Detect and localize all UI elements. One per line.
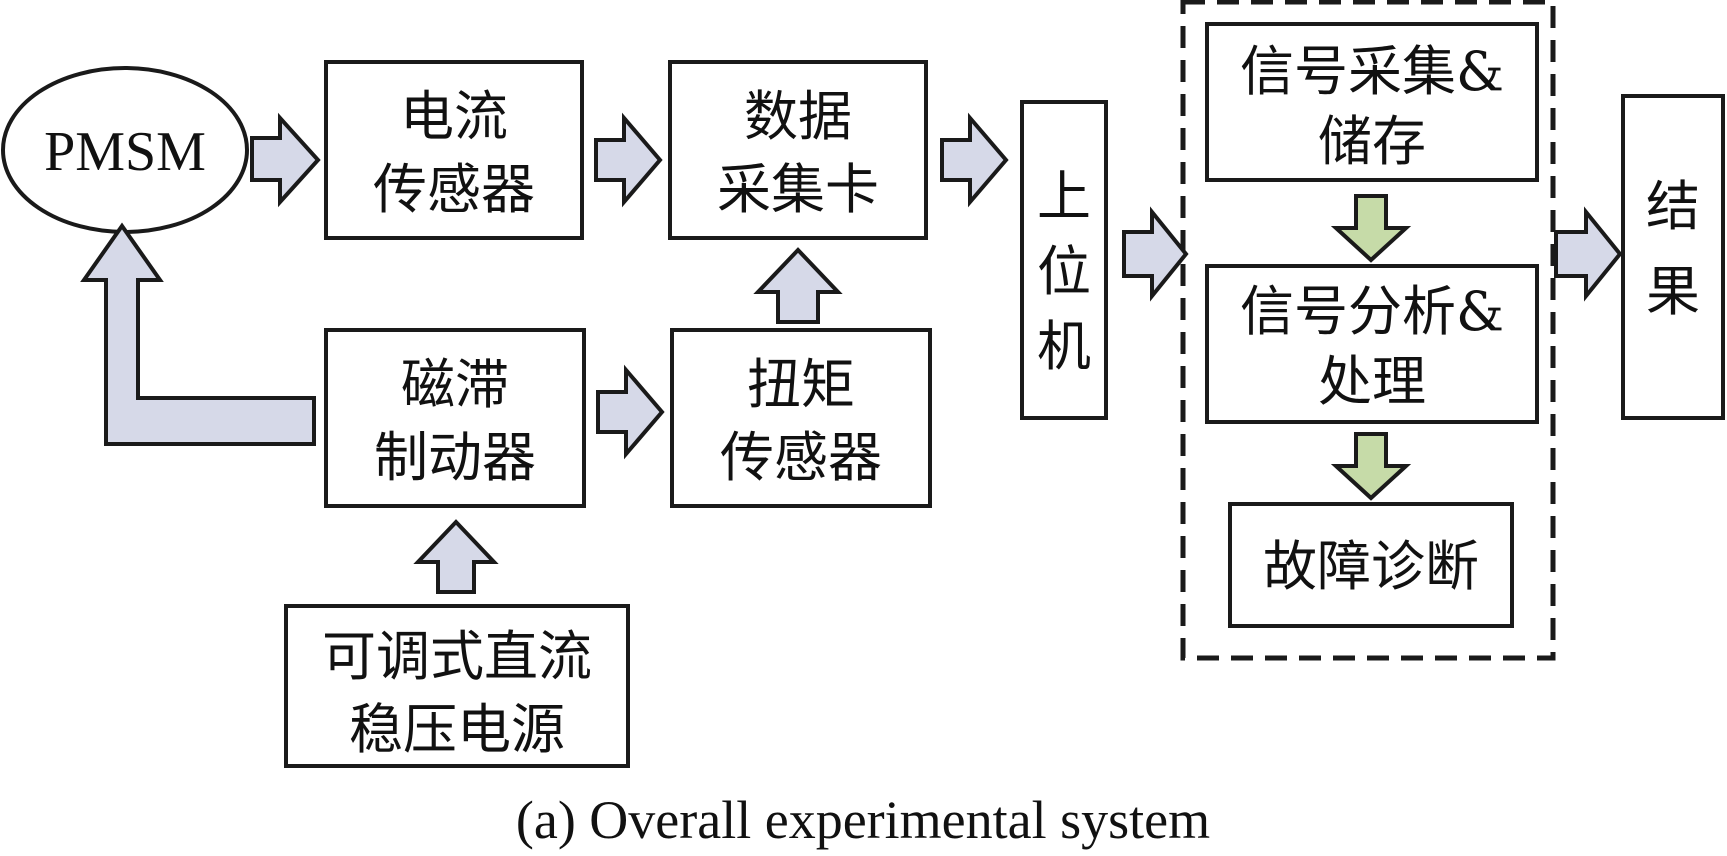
torque-sensor-label-line1: 扭矩 <box>747 353 855 416</box>
hysteresis-brake-box <box>324 328 586 508</box>
arrow-daq-to-host-pc <box>940 112 1009 208</box>
pmsm-label: PMSM <box>44 121 206 183</box>
node-signal-processing: 信号分析& 处理 <box>1205 264 1539 424</box>
signal-acquisition-label-line2: 储存 <box>1318 110 1426 173</box>
hysteresis-brake-label-line1: 磁滞 <box>401 353 509 416</box>
dc-power-box <box>284 604 630 768</box>
node-current-sensor: 电流 传感器 <box>324 60 584 240</box>
result-label-char2: 果 <box>1646 260 1700 323</box>
signal-acquisition-label-line1: 信号采集& <box>1240 40 1504 103</box>
arrow-dc-power-to-brake <box>413 519 499 594</box>
host-pc-label-char2: 位 <box>1037 240 1091 303</box>
current-sensor-label-line1: 电流 <box>400 85 508 148</box>
hysteresis-brake-label-line2: 制动器 <box>374 426 536 489</box>
host-pc-label-char1: 上 <box>1037 165 1091 228</box>
fault-diagnosis-label: 故障诊断 <box>1263 535 1479 598</box>
signal-processing-label-line2: 处理 <box>1318 350 1426 413</box>
signal-processing-label-line1: 信号分析& <box>1240 280 1504 343</box>
dc-power-label-line2: 稳压电源 <box>349 698 565 761</box>
node-signal-acquisition: 信号采集& 储存 <box>1205 22 1539 182</box>
current-sensor-box <box>324 60 584 240</box>
arrow-brake-to-torque-sensor <box>596 364 665 460</box>
result-label-char1: 结 <box>1646 175 1700 238</box>
signal-acquisition-box <box>1205 22 1539 182</box>
fault-diagnosis-box <box>1228 502 1514 628</box>
node-daq-card: 数据 采集卡 <box>668 60 928 240</box>
arrow-acquisition-to-processing <box>1330 194 1412 263</box>
node-fault-diagnosis: 故障诊断 <box>1228 502 1514 628</box>
daq-card-box <box>668 60 928 240</box>
dc-power-label-line1: 可调式直流 <box>322 625 592 688</box>
node-result: 结 果 <box>1621 94 1725 420</box>
arrow-torque-sensor-to-daq <box>753 247 843 324</box>
signal-processing-box <box>1205 264 1539 424</box>
torque-sensor-box <box>670 328 932 508</box>
host-pc-label-char3: 机 <box>1037 315 1091 378</box>
node-pmsm: PMSM <box>1 66 249 234</box>
daq-card-label-line1: 数据 <box>744 85 852 148</box>
node-hysteresis-brake: 磁滞 制动器 <box>324 328 586 508</box>
software-group-dashed-border <box>1180 0 1556 661</box>
host-pc-box <box>1020 100 1108 420</box>
arrow-host-pc-to-software <box>1122 206 1189 302</box>
arrow-software-to-result <box>1554 206 1623 302</box>
figure-caption: (a) Overall experimental system <box>516 790 1210 850</box>
torque-sensor-label-line2: 传感器 <box>720 426 882 489</box>
node-dc-power-supply: 可调式直流 稳压电源 <box>284 604 630 768</box>
result-box <box>1621 94 1725 420</box>
arrow-processing-to-diagnosis <box>1330 432 1412 501</box>
node-torque-sensor: 扭矩 传感器 <box>670 328 932 508</box>
arrow-brake-to-pmsm <box>80 222 316 446</box>
node-host-pc: 上 位 机 <box>1020 100 1108 420</box>
arrow-current-sensor-to-daq <box>594 112 663 208</box>
current-sensor-label-line2: 传感器 <box>373 158 535 221</box>
arrow-pmsm-to-current-sensor <box>250 112 321 208</box>
daq-card-label-line2: 采集卡 <box>717 158 879 221</box>
